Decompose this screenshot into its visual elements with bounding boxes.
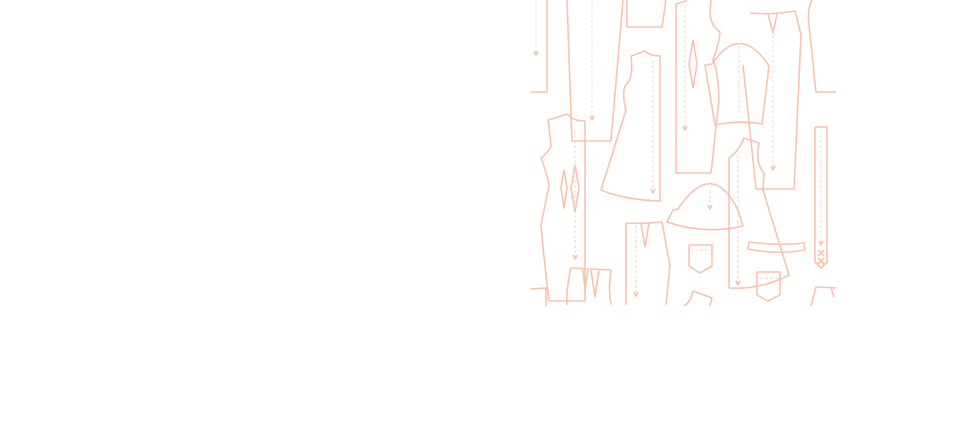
pattern-piece-pocket: [688, 244, 713, 274]
pattern-piece-pocket-2: [756, 271, 781, 302]
pattern-piece-back: [728, 137, 790, 290]
pattern-piece-dart-left-1: [560, 169, 568, 209]
pattern-piece-dress-front: [600, 50, 661, 202]
pattern-piece-pants-right: [742, 10, 802, 190]
grainline: [535, 0, 822, 295]
pattern-piece-bottom-skirt: [566, 267, 612, 306]
pattern-piece-bottom-left: [530, 287, 547, 306]
pattern-piece-bottom-mid: [683, 290, 713, 306]
pattern-piece-dress-left: [540, 113, 586, 302]
pattern-piece-waistband: [747, 241, 806, 254]
pattern-piece-bottom-darts: [582, 269, 600, 298]
pattern-piece-collar: [666, 182, 744, 231]
pattern-piece-diamond-dart: [688, 39, 698, 89]
grainline-arrows: [533, 50, 825, 297]
pattern-piece-bottom-right: [810, 286, 836, 306]
pattern-piece-far-right: [807, 0, 836, 93]
pattern-piece-belt: [814, 126, 828, 269]
pattern-piece-dart-right: [767, 13, 778, 34]
pattern-piece-long-skirt: [566, 0, 624, 142]
pattern-piece-skirt-front: [625, 221, 671, 306]
pattern-piece-top-small: [626, 0, 667, 28]
pattern-piece-skirt-dart: [640, 222, 650, 248]
pattern-piece-left-edge: [530, 0, 548, 93]
pattern-piece-bodice-long: [675, 0, 721, 174]
pattern-piece-sleeve: [704, 42, 770, 126]
